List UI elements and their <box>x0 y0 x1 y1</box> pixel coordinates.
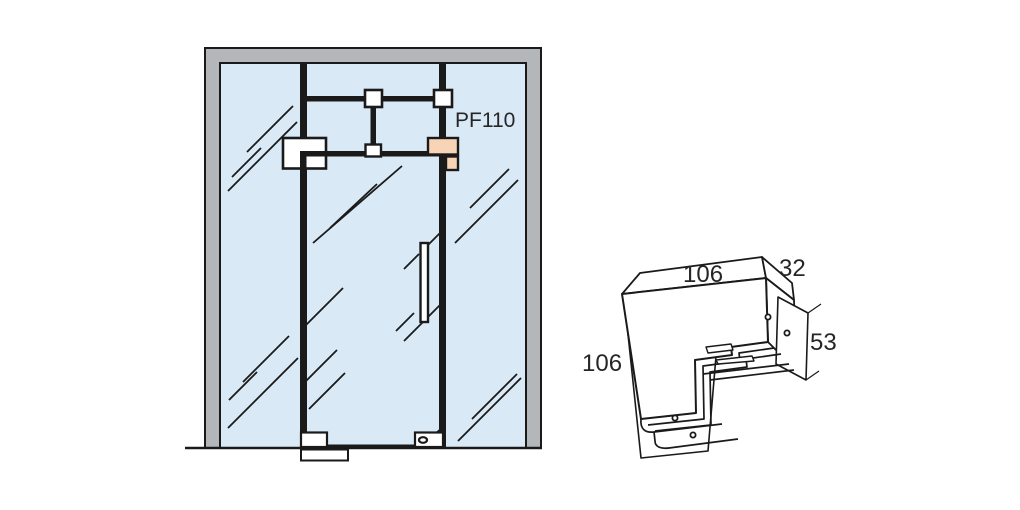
point-fixing-right <box>432 88 454 109</box>
detail-glass-tab-1 <box>705 343 734 354</box>
detail-glass-panel-side <box>775 296 809 381</box>
door-assembly-drawing: PF110 <box>185 47 542 462</box>
detail-arm-line-2 <box>709 369 795 381</box>
pf110-fitting-highlight <box>426 136 460 172</box>
bottom-patch-fitting <box>299 431 329 449</box>
floor-spring-box <box>300 448 349 462</box>
glass-reflection-lines <box>227 105 522 442</box>
product-label: PF110 <box>455 109 515 132</box>
left-glass-joint <box>300 63 307 448</box>
screw-hole-1 <box>764 313 772 321</box>
corner-fitting-detail: 106 32 106 53 <box>582 255 837 459</box>
right-glass-joint <box>439 63 446 448</box>
dim-top-width: 106 <box>683 261 723 288</box>
screw-hole-3 <box>671 414 679 422</box>
detail-arm-line-1 <box>702 363 790 375</box>
screw-hole-2 <box>783 329 791 337</box>
drop-rod <box>370 101 376 147</box>
door-bottom-rail <box>307 444 439 448</box>
dim-53-tick-top <box>807 303 822 314</box>
corner-fitting-left <box>281 136 328 170</box>
dim-53-tick-bottom <box>805 370 820 381</box>
detail-bottom-clamp-2 <box>653 431 739 450</box>
dim-side-height: 106 <box>582 350 622 377</box>
detail-front-face <box>621 277 769 420</box>
detail-glass-tab-2 <box>715 355 755 365</box>
door-handle <box>419 241 430 324</box>
dim-glass-width: 53 <box>810 329 837 356</box>
point-fixing-left <box>363 88 384 109</box>
dim-depth: 32 <box>779 255 806 282</box>
point-fixing-lower <box>364 143 383 158</box>
screw-hole-4 <box>689 431 697 439</box>
